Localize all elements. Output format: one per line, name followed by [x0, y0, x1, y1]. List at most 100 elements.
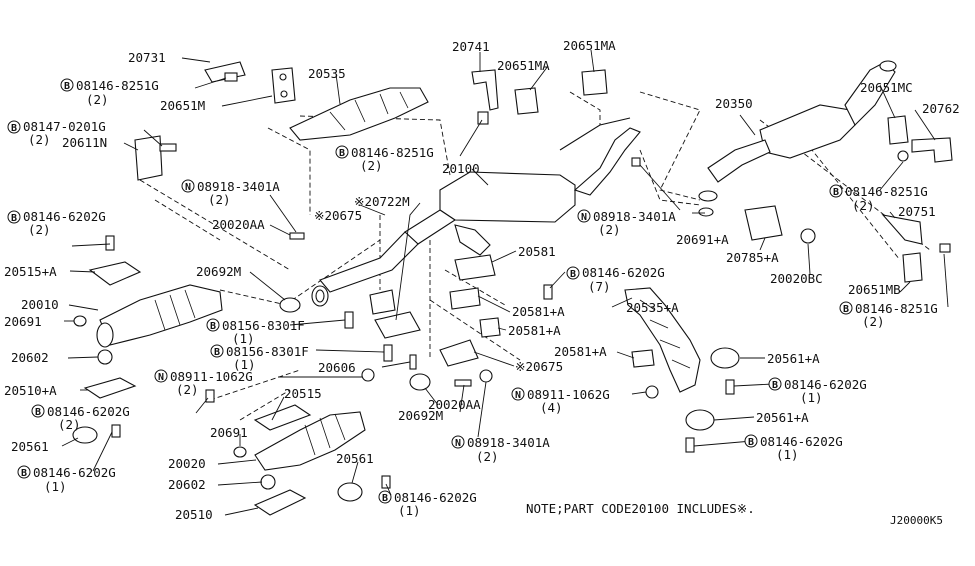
bolt-symbol: B: [210, 344, 224, 358]
label-qty: (2): [28, 132, 51, 147]
bolt-08146-8251g-d: [939, 243, 951, 253]
bolt-08146-6202g-g: [685, 437, 695, 453]
label-20515: 20515: [284, 386, 322, 401]
bolt-08146-6202g-e: [543, 284, 553, 300]
svg-text:B: B: [382, 493, 388, 504]
label-08918-3401a: 08918-3401A: [467, 435, 550, 450]
label-20515a: 20515+A: [4, 264, 57, 279]
label-qty: (1): [233, 357, 256, 372]
label-20651ma: 20651MA: [497, 58, 550, 73]
nut-symbol: N: [577, 209, 591, 223]
label-20581a: 20581+A: [508, 323, 561, 338]
bolt-08146-6202g-d: [381, 475, 391, 489]
svg-text:B: B: [214, 347, 220, 358]
svg-text:B: B: [21, 468, 27, 479]
rubber-mount-20651ma-a: [514, 87, 539, 115]
bolt-08147-0201g: [159, 143, 177, 152]
main-muffler-20350: [759, 104, 856, 159]
label-20581a: 20581+A: [512, 304, 565, 319]
nut-08911-1062g-a: [361, 368, 375, 382]
label-08911-1062g: 08911-1062G: [170, 369, 253, 384]
gasket-20692m-a: [279, 297, 301, 313]
bolt-08146-6202g-c: [111, 424, 121, 438]
label-20651ma: 20651MA: [563, 38, 616, 53]
label-20100: 20100: [442, 161, 480, 176]
nut-08911-1062g-b: [645, 385, 659, 399]
label-20762: 20762: [922, 101, 960, 116]
label-20691: 20691: [210, 425, 248, 440]
clamp-20561a-a: [710, 347, 740, 369]
svg-text:B: B: [210, 321, 216, 332]
center-muffler-20100: [439, 171, 576, 223]
label-20651mc: 20651MC: [860, 80, 913, 95]
label-qty: (2): [360, 158, 383, 173]
svg-text:B: B: [11, 123, 17, 134]
label-qty: (7): [588, 279, 611, 294]
bolt-symbol: B: [31, 404, 45, 418]
bolt-08146-8251g-c: [897, 150, 909, 162]
svg-text:N: N: [455, 438, 461, 449]
fastener-symbols: B B B N B B B N B B B B N N N B B B B: [7, 78, 853, 504]
label-20510: 20510: [175, 507, 213, 522]
label-20561a: 20561+A: [756, 410, 809, 425]
nut-symbol: N: [451, 435, 465, 449]
heat-plate-20510a: [83, 377, 137, 399]
bolt-symbol: B: [839, 301, 853, 315]
label-qty: (2): [476, 449, 499, 464]
bolt-08146-6202g-b: [205, 389, 215, 403]
clamp-20561-a: [72, 426, 98, 444]
label-08146-6202g: 08146-6202G: [394, 490, 477, 505]
label-qty: (2): [852, 198, 875, 213]
heat-shield-20535a: [624, 287, 701, 393]
label-08911-1062g: 08911-1062G: [527, 387, 610, 402]
gasket-20691-a: [73, 315, 87, 327]
label-20020aa: 20020AA: [428, 397, 481, 412]
label-20020aa: 20020AA: [212, 217, 265, 232]
svg-text:N: N: [581, 212, 587, 223]
part-labels: 20731 08146-8251G (2) 20651M 08147-0201G…: [4, 38, 960, 522]
part-20785a: [744, 205, 783, 241]
label-08147-0201g: 08147-0201G: [23, 119, 106, 134]
heat-plate-20515: [253, 404, 312, 431]
label-08146-8251g: 08146-8251G: [351, 145, 434, 160]
bracket-20675-a: [369, 289, 396, 315]
stud-20020aa-a: [289, 232, 305, 240]
label-20691a: 20691+A: [676, 232, 729, 247]
label-20535a: 20535+A: [626, 300, 679, 315]
label-20581a: 20581+A: [554, 344, 607, 359]
heat-plate-20510: [253, 489, 307, 516]
bolt-symbol: B: [206, 318, 220, 332]
nut-symbol: N: [154, 369, 168, 383]
label-08146-6202g: 08146-6202G: [23, 209, 106, 224]
note-text: NOTE;PART CODE20100 INCLUDES※.: [526, 501, 755, 516]
svg-text:N: N: [158, 372, 164, 383]
label-20785a: 20785+A: [726, 250, 779, 265]
rubber-mount-20651mc: [887, 115, 909, 145]
label-20510a: 20510+A: [4, 383, 57, 398]
heat-shield-20535: [289, 87, 429, 141]
bolt-08146-6202g-a: [105, 235, 115, 251]
label-20020: 20020: [168, 456, 206, 471]
heat-plate-20515a: [88, 261, 142, 286]
svg-text:N: N: [185, 182, 191, 193]
label-qty: (2): [58, 417, 81, 432]
label-20611n: 20611N: [62, 135, 107, 150]
bolt-symbol: B: [17, 465, 31, 479]
label-qty: (4): [540, 400, 563, 415]
svg-text:B: B: [64, 81, 70, 92]
label-20692m: 20692M: [196, 264, 241, 279]
svg-text:B: B: [339, 148, 345, 159]
hanger-bracket-20741: [471, 69, 499, 111]
label-20692m: 20692M: [398, 408, 443, 423]
bracket-20722m: [374, 311, 421, 339]
bolt-symbol: B: [829, 184, 843, 198]
svg-text:B: B: [772, 380, 778, 391]
gasket-20691-b: [233, 446, 247, 458]
label-08146-8251g: 08146-8251G: [855, 301, 938, 316]
label-08156-8301f: 08156-8301F: [222, 318, 305, 333]
diagram-code: J20000K5: [890, 514, 943, 527]
catalyst-20010: [99, 284, 223, 346]
label-20535: 20535: [308, 66, 346, 81]
svg-text:B: B: [35, 407, 41, 418]
bolt-symbol: B: [7, 210, 21, 224]
